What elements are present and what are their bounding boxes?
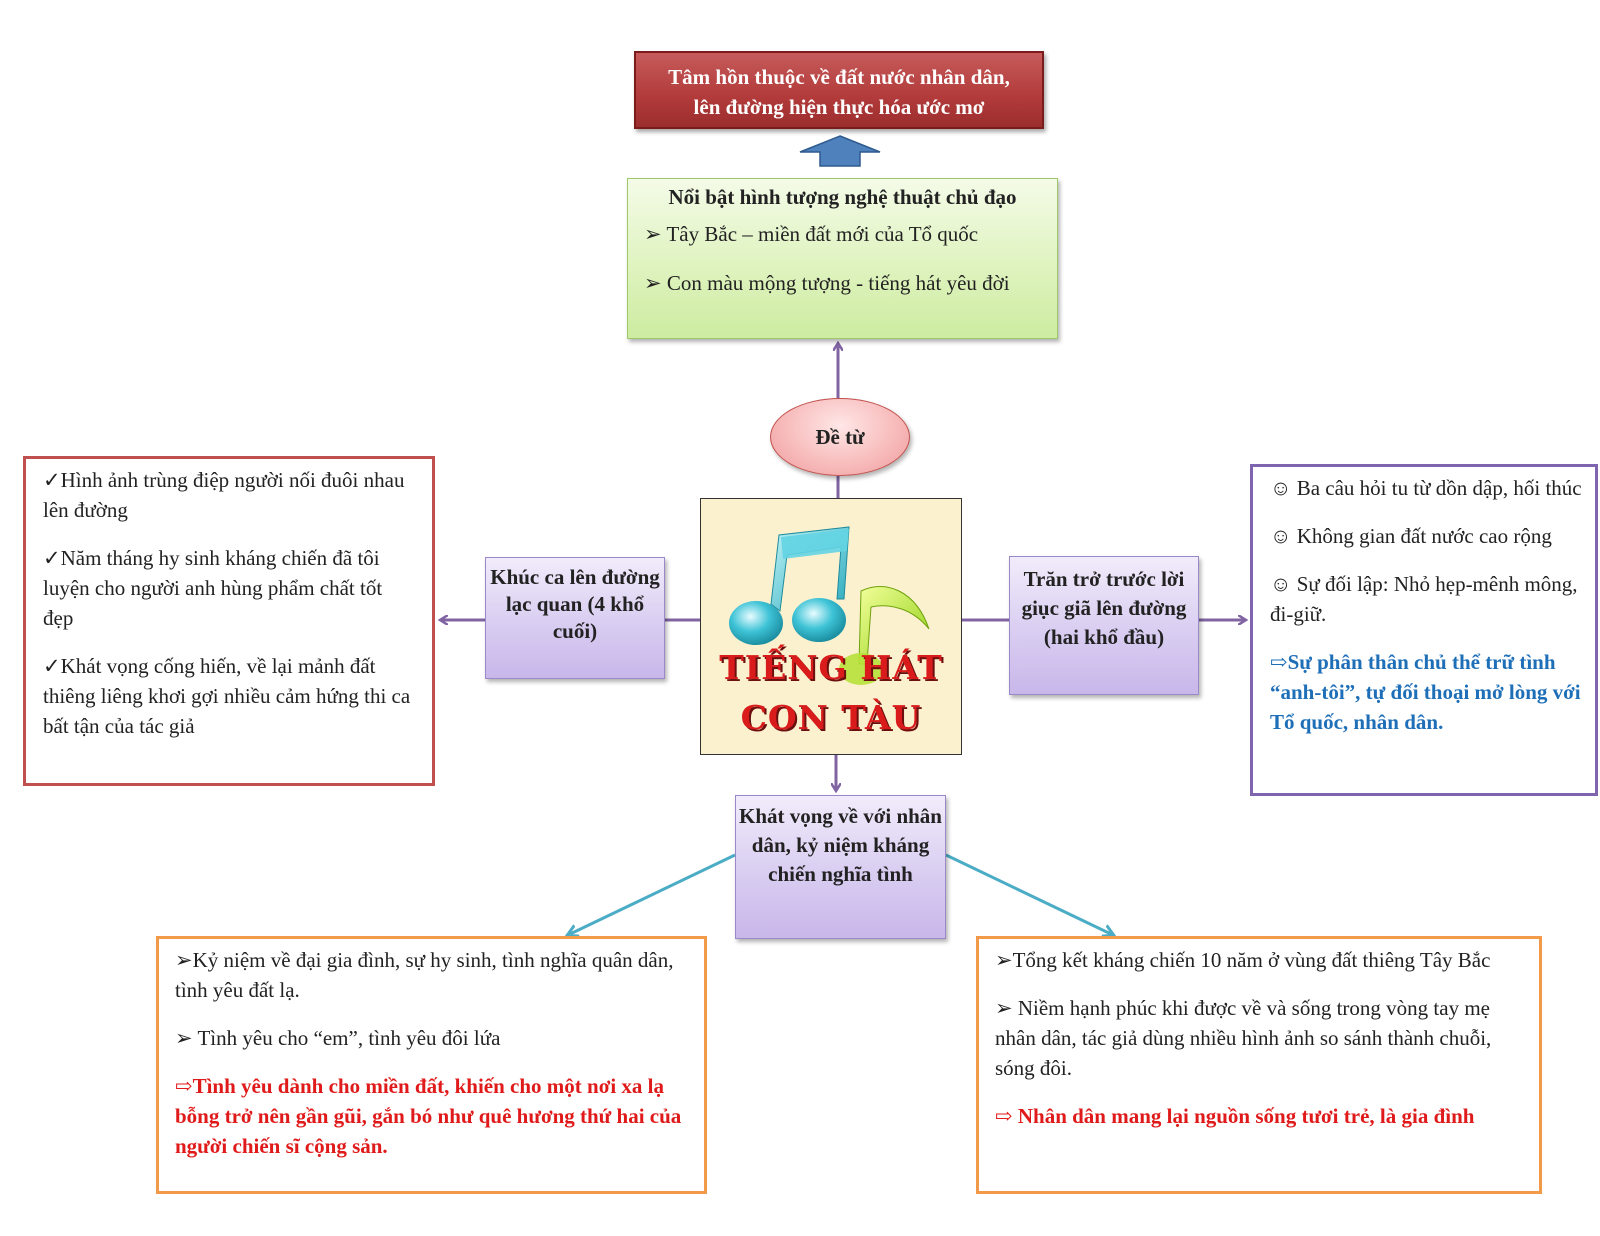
list-item: ☺ Ba câu hỏi tu từ dồn dập, hối thúc [1270, 476, 1582, 500]
arrow-to-bottom-left-box [568, 853, 736, 935]
right-detail-box: ☺ Ba câu hỏi tu từ dồn dập, hối thúc ☺ K… [1250, 464, 1598, 796]
right-box-conclusion: ⇨Sự phân thân chủ thể trữ tình “anh-tôi”… [1270, 650, 1581, 734]
arrow-bullet-icon: ➢ [644, 271, 662, 295]
center-title: TIẾNG HÁT CON TÀU [701, 643, 961, 743]
green-box-item: ➢ Tây Bắc – miền đất mới của Tổ quốc [644, 222, 1057, 247]
right-purple-label: Trăn trở trước lời giục giã lên đường (h… [1021, 567, 1187, 649]
list-item: ☺ Không gian đất nước cao rộng [1270, 524, 1552, 548]
bottom-left-conclusion: ⇨Tình yêu dành cho miền đất, khiến cho m… [175, 1074, 682, 1158]
top-box-line2: lên đường hiện thực hóa ước mơ [693, 95, 985, 119]
bottom-purple-box: Khát vọng về với nhân dân, kỷ niệm kháng… [735, 795, 946, 939]
center-title-line1: TIẾNG HÁT [719, 648, 943, 687]
green-box-item-text: Tây Bắc – miền đất mới của Tổ quốc [666, 222, 979, 246]
list-item: ➢Kỷ niệm về đại gia đình, sự hy sinh, tì… [175, 948, 674, 1002]
green-box-item-text: Con màu mộng tượng - tiếng hát yêu đời [666, 271, 1010, 295]
bottom-purple-label: Khát vọng về với nhân dân, kỷ niệm kháng… [738, 804, 942, 886]
green-box-title: Nổi bật hình tượng nghệ thuật chủ đạo [668, 185, 1017, 209]
top-box-line1: Tâm hồn thuộc về đất nước nhân dân, [668, 65, 1010, 89]
left-purple-label: Khúc ca lên đường lạc quan (4 khổ cuối) [490, 565, 660, 643]
ellipse-label: Đề từ [815, 425, 865, 449]
music-note-icon [729, 526, 930, 685]
bottom-right-conclusion: ⇨ Nhân dân mang lại nguồn sống tươi trẻ,… [995, 1104, 1475, 1128]
list-item: ☺ Sự đối lập: Nhỏ hẹp-mênh mông, đi-giữ. [1270, 572, 1578, 626]
list-item: ➢ Tình yêu cho “em”, tình yêu đôi lứa [175, 1026, 501, 1050]
green-box: Nổi bật hình tượng nghệ thuật chủ đạo ➢ … [627, 178, 1058, 339]
green-box-item: ➢ Con màu mộng tượng - tiếng hát yêu đời [644, 271, 1057, 296]
list-item: ✓Hình ảnh trùng điệp người nối đuôi nhau… [43, 468, 405, 522]
list-item: ✓Khát vọng cống hiến, về lại mảnh đất th… [43, 654, 411, 738]
de-tu-ellipse: Đề từ [770, 398, 910, 476]
bottom-right-detail-box: ➢Tổng kết kháng chiến 10 năm ở vùng đất … [976, 936, 1542, 1194]
right-purple-box: Trăn trở trước lời giục giã lên đường (h… [1009, 556, 1199, 695]
bottom-left-detail-box: ➢Kỷ niệm về đại gia đình, sự hy sinh, tì… [156, 936, 707, 1194]
list-item: ✓Năm tháng hy sinh kháng chiến đã tôi lu… [43, 546, 383, 630]
center-image-box: TIẾNG HÁT CON TÀU [700, 498, 962, 755]
arrow-to-bottom-right-box [945, 853, 1113, 935]
list-item: ➢ Niềm hạnh phúc khi được về và sống tro… [995, 996, 1492, 1080]
up-arrow [799, 135, 881, 167]
left-purple-box: Khúc ca lên đường lạc quan (4 khổ cuối) [485, 557, 665, 679]
list-item: ➢Tổng kết kháng chiến 10 năm ở vùng đất … [995, 948, 1491, 972]
arrow-bullet-icon: ➢ [644, 222, 662, 246]
center-title-line2: CON TÀU [740, 698, 922, 737]
left-detail-box: ✓Hình ảnh trùng điệp người nối đuôi nhau… [23, 456, 435, 786]
top-box: Tâm hồn thuộc về đất nước nhân dân, lên … [634, 51, 1044, 129]
